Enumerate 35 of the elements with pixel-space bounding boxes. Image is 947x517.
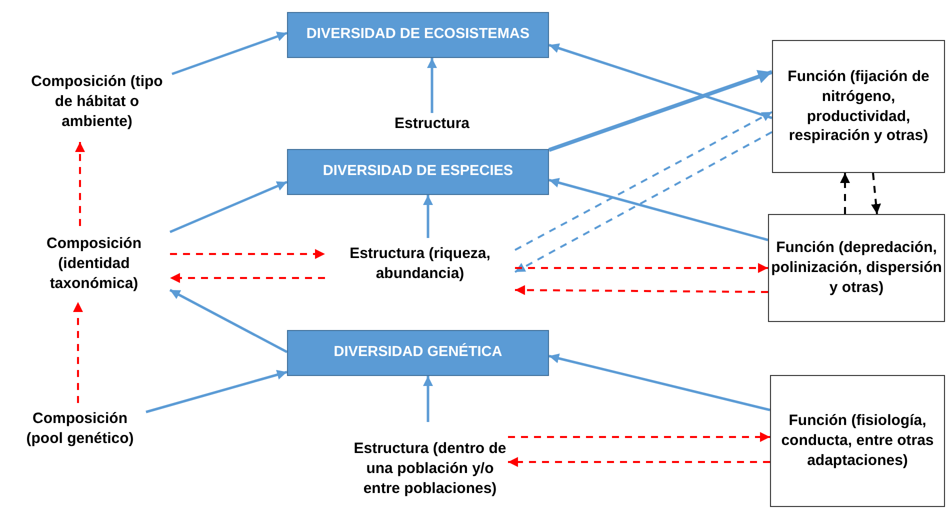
concept-label: Estructura	[382, 113, 482, 135]
dashed-arrow	[508, 432, 770, 442]
diversity-box: DIVERSIDAD GENÉTICA	[287, 330, 549, 376]
function-box: Función (fisiología, conducta, entre otras adaptaciones)	[770, 375, 945, 507]
concept-label: Estructura (riqueza, abundancia)	[325, 238, 515, 290]
dashed-arrow	[508, 457, 770, 467]
concept-label: Estructura (dentro de una población y/o entre poblaciones)	[352, 422, 508, 516]
thick-arrow	[548, 70, 773, 152]
dashed-arrow	[514, 111, 772, 251]
dashed-arrow	[514, 131, 772, 273]
dashed-arrow	[170, 273, 325, 283]
arrow	[548, 354, 770, 412]
concept-label: Composición (tipo de hábitat o ambiente)	[22, 62, 172, 142]
arrow	[423, 195, 433, 238]
arrow	[169, 288, 288, 354]
dashed-arrow	[170, 249, 325, 259]
dashed-arrow	[871, 172, 881, 214]
arrow	[146, 370, 288, 414]
diversity-box: DIVERSIDAD DE ECOSISTEMAS	[287, 12, 549, 58]
function-box: Función (fijación de nitrógeno, productividad, respiración y otras)	[772, 40, 945, 173]
dashed-arrow	[73, 302, 83, 403]
function-box: Función (depredación, polinización, dispersión y otras)	[768, 214, 945, 322]
diversity-box: DIVERSIDAD DE ESPECIES	[287, 149, 549, 195]
dashed-arrow	[515, 263, 768, 273]
dashed-arrow	[75, 142, 85, 226]
arrow	[172, 32, 288, 76]
arrow	[427, 58, 437, 113]
arrow	[548, 178, 768, 242]
dashed-arrow	[515, 285, 768, 296]
concept-label: Composición (pool genético)	[14, 403, 146, 455]
arrow	[423, 376, 433, 422]
arrow	[548, 43, 772, 120]
arrow	[170, 180, 288, 234]
dashed-arrow	[840, 173, 850, 214]
concept-label: Composición (identidad taxonómica)	[18, 226, 170, 302]
